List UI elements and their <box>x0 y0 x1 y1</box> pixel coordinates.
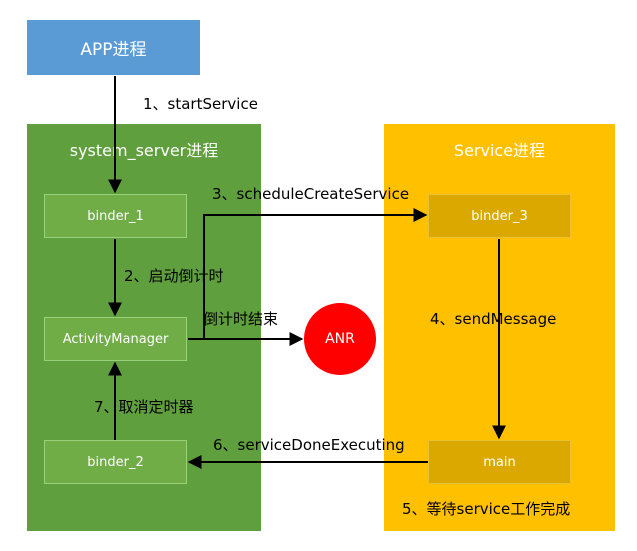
binder-3-box: binder_3 <box>428 194 571 238</box>
app-process-label: APP进程 <box>80 40 147 60</box>
binder-1-box: binder_1 <box>44 194 187 238</box>
service-process-label: Service进程 <box>453 141 546 160</box>
label-cancel-timer: 7、取消定时器 <box>94 398 194 416</box>
activity-manager-label: ActivityManager <box>62 331 169 347</box>
label-timer-end: 倒计时结束 <box>203 310 279 328</box>
app-process-box: APP进程 <box>27 20 200 75</box>
label-start-service: 1、startService <box>143 95 258 113</box>
label-send-message: 4、sendMessage <box>430 310 557 328</box>
label-start-timer: 2、启动倒计时 <box>124 267 224 285</box>
arrow-schedule-create <box>188 208 428 340</box>
system-server-process-label: system_server进程 <box>69 141 219 160</box>
anr-label: ANR <box>325 331 355 347</box>
binder-2-label: binder_2 <box>87 454 144 470</box>
label-schedule-create: 3、scheduleCreateService <box>212 185 410 203</box>
binder-2-box: binder_2 <box>44 440 187 484</box>
main-box: main <box>428 440 571 484</box>
label-service-done: 6、serviceDoneExecuting <box>213 436 405 454</box>
binder-1-label: binder_1 <box>87 208 144 224</box>
anr-node: ANR <box>304 303 376 375</box>
binder-3-label: binder_3 <box>471 208 528 224</box>
activity-manager-box: ActivityManager <box>44 317 187 361</box>
main-label: main <box>483 454 516 470</box>
label-wait-service: 5、等待service工作完成 <box>402 500 571 518</box>
